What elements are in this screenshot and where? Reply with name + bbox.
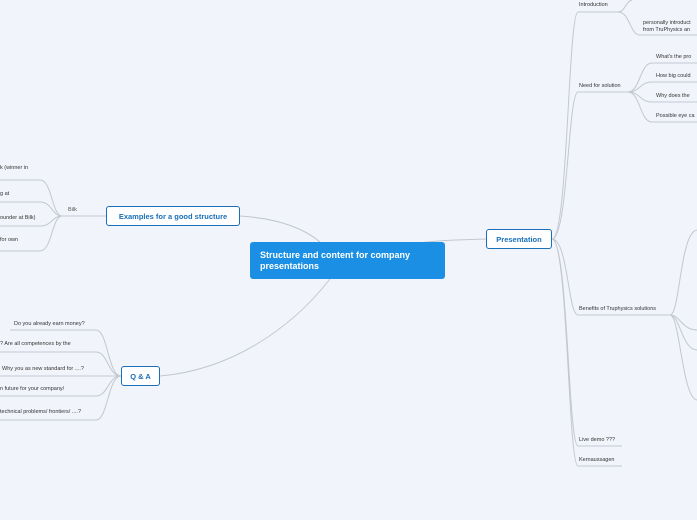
need-item-1[interactable]: What's the pro xyxy=(656,54,692,60)
connector-live-demo xyxy=(551,238,622,447)
connector-need xyxy=(551,91,628,240)
relation-label: Bilk xyxy=(68,207,77,213)
topic-presentation[interactable]: Presentation xyxy=(486,229,552,249)
branch-introduction[interactable]: Introduction xyxy=(579,2,608,8)
qa-item-4[interactable]: n future for your company/ xyxy=(0,386,65,392)
branch-live-demo[interactable]: Live demo ??? xyxy=(579,437,616,443)
central-topic[interactable]: Structure and content for company presen… xyxy=(250,242,445,279)
need-item-4[interactable]: Possible eye ca xyxy=(656,113,695,119)
qa-item-3[interactable]: Why you as new standard for ....? xyxy=(2,366,84,372)
connector-intro-sub xyxy=(617,0,633,13)
intro-item-2[interactable]: from TruPhysics an xyxy=(643,27,691,33)
connector-benefits xyxy=(551,238,670,316)
example-item-1[interactable]: k (winner in xyxy=(0,165,29,171)
intro-item-1[interactable]: personally introduct xyxy=(643,20,691,26)
connector-introduction xyxy=(551,11,618,240)
branch-need-for-solution[interactable]: Need for solution xyxy=(579,83,621,89)
example-item-4[interactable]: for own xyxy=(0,237,19,243)
connector-kernaussagen xyxy=(551,238,622,467)
example-item-2[interactable]: g at xyxy=(0,191,10,197)
branch-benefits[interactable]: Benefits of Truphysics solutions xyxy=(579,306,657,312)
qa-item-2[interactable]: ? Are all competences by the xyxy=(0,341,71,347)
connector-qa xyxy=(159,278,331,377)
qa-item-1[interactable]: Do you already earn money? xyxy=(14,321,85,327)
connector-intro-sub2 xyxy=(617,11,697,36)
topic-qa[interactable]: Q & A xyxy=(121,366,160,386)
qa-item-5[interactable]: technical problems/ frontiers/ ....? xyxy=(0,409,82,415)
topic-examples[interactable]: Examples for a good structure xyxy=(106,206,240,226)
need-item-2[interactable]: How big could xyxy=(656,73,691,79)
branch-kernaussagen[interactable]: Kernaussagen xyxy=(579,457,615,463)
need-item-3[interactable]: Why does the xyxy=(656,93,690,99)
example-item-3[interactable]: ounder at Bilk) xyxy=(0,215,36,221)
connector-examples xyxy=(239,215,321,243)
